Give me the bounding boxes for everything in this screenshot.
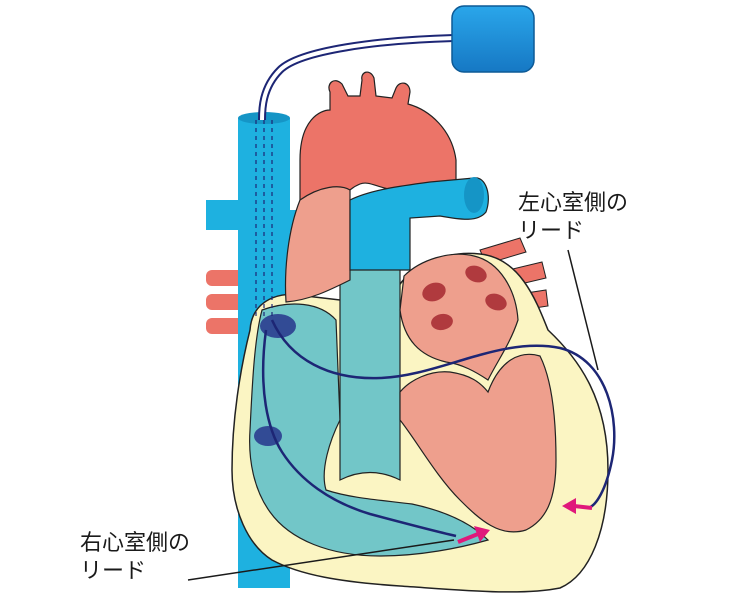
right-label-line2: リード — [80, 559, 147, 584]
right-label-pointer — [187, 539, 455, 581]
pulmonary-trunk — [339, 265, 401, 481]
left-ventricle — [399, 353, 557, 533]
pulmonary-veins-right — [206, 270, 246, 334]
right-label-line1: 右心室側の — [80, 531, 191, 556]
aorta — [299, 71, 457, 211]
leads-in-vein — [255, 120, 273, 320]
right-ventricular-lead-label: 右心室側の リード — [80, 530, 190, 586]
pulmonary-artery-salmon — [284, 186, 351, 303]
left-ventricular-lead-label: 左心室側の リード — [518, 190, 628, 246]
right-ventricular-lead — [261, 329, 457, 538]
rv-arrow — [457, 526, 490, 544]
pulmonary-artery-branch — [349, 177, 489, 271]
ra-electrode — [260, 314, 296, 338]
pacemaker-device — [451, 5, 535, 73]
left-label-pointer — [567, 249, 599, 371]
pulmonary-vein-openings — [422, 265, 507, 331]
lv-arrow — [562, 498, 593, 514]
left-label-line1: 左心室側の — [518, 191, 629, 216]
left-label-line2: リード — [518, 219, 585, 244]
right-ventricle — [249, 303, 490, 557]
left-ventricular-lead — [270, 319, 616, 510]
